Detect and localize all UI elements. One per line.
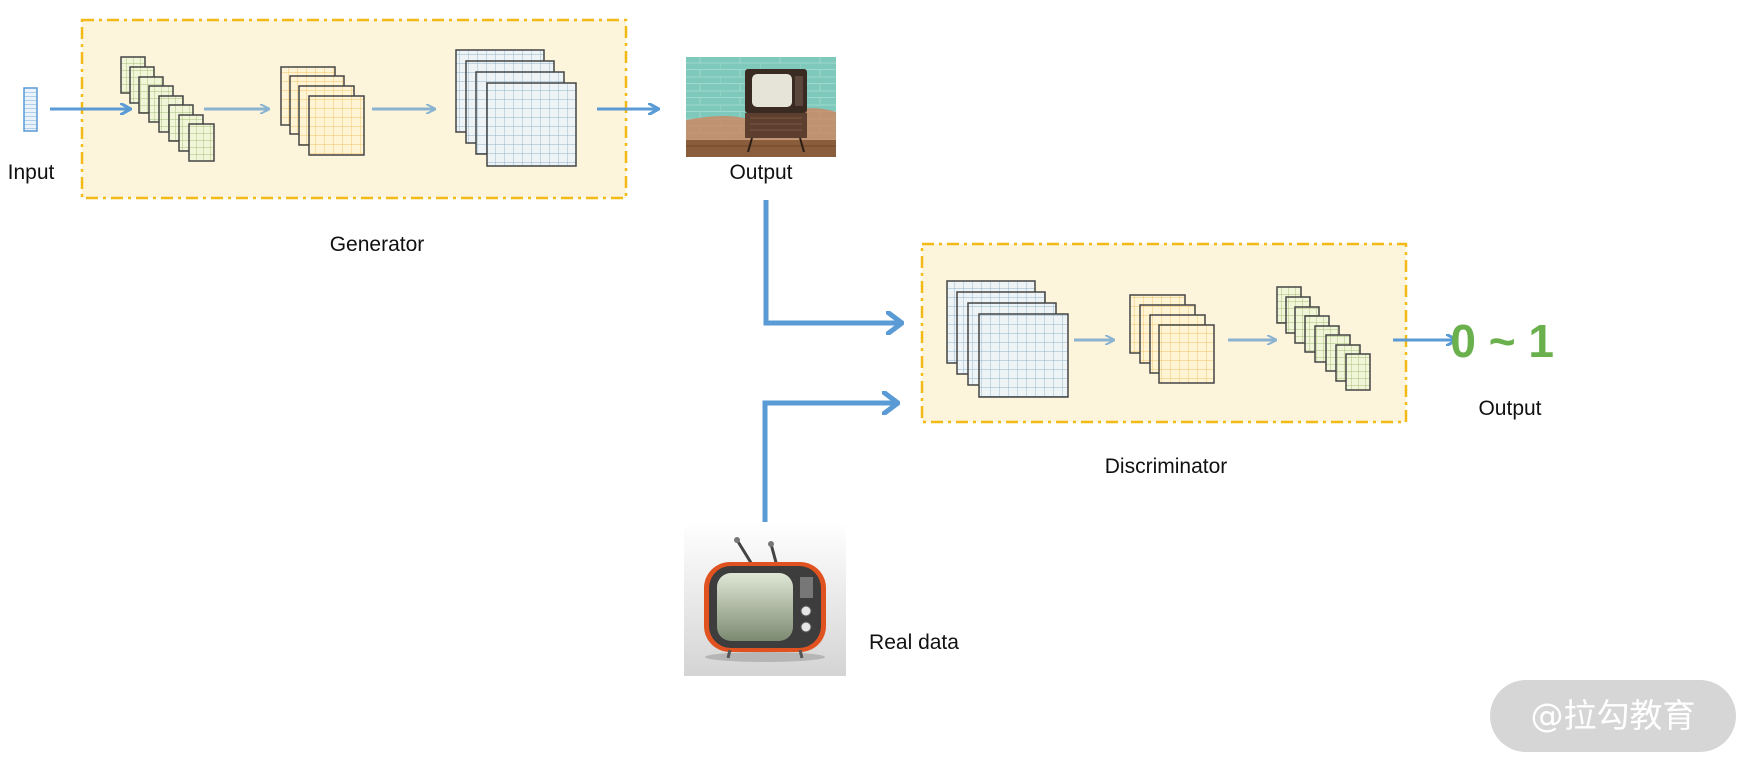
input-label: Input <box>7 161 55 184</box>
real-data-label: Real data <box>869 631 959 654</box>
generator-label: Generator <box>329 233 425 256</box>
discriminator-layer-2 <box>1129 294 1215 384</box>
vintage-tv-photo-icon <box>686 57 836 157</box>
discriminator-layer-3 <box>1276 286 1371 391</box>
score-range: 0 ~ 1 <box>1450 315 1554 367</box>
discriminator-label: Discriminator <box>1104 455 1228 478</box>
input-vector <box>23 87 38 132</box>
generator-layer-2 <box>280 66 365 156</box>
discriminator-layer-1 <box>946 280 1069 398</box>
generator-layer-3 <box>455 49 577 167</box>
retro-tv-icon <box>684 522 846 676</box>
generated-output-label: Output <box>729 161 793 184</box>
watermark: @拉勾教育 <box>1490 680 1736 752</box>
real-to-discriminator-arrow <box>762 403 898 522</box>
final-output-label: Output <box>1478 397 1542 420</box>
generator-layer-1 <box>120 56 215 162</box>
generated-to-discriminator-arrow <box>763 200 902 323</box>
